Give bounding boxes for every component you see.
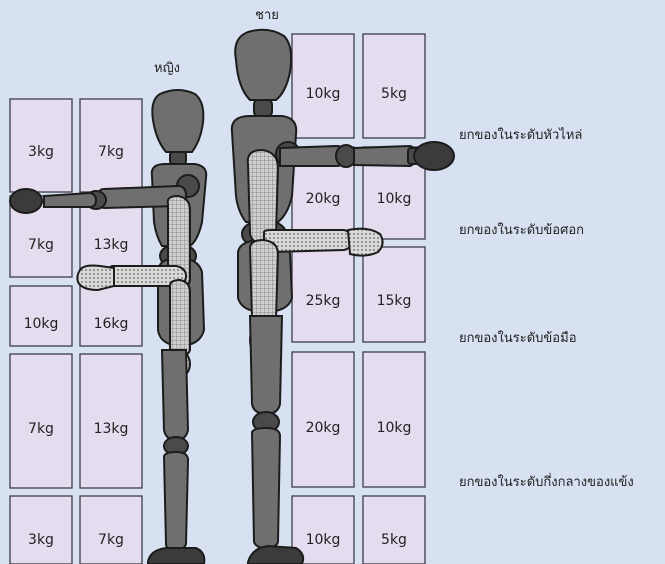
- male-row-floor: 10kg 5kg: [291, 495, 426, 564]
- dotted-hand: [76, 264, 115, 292]
- male-mannequin-figure: [230, 28, 455, 564]
- weight-label: 20kg: [306, 420, 341, 436]
- weight-label: 25kg: [306, 293, 341, 309]
- male-row-shoulder: 10kg 5kg: [291, 33, 426, 139]
- highlighted-lower-arm: [169, 278, 191, 358]
- weight-label: 15kg: [377, 293, 412, 309]
- weight-label: 5kg: [381, 532, 407, 548]
- female-mannequin-figure: [9, 89, 208, 564]
- neck-joint: [169, 151, 187, 165]
- level-label-shoulder: ยกของในระดับหัวไหล่: [459, 127, 582, 143]
- forearm-shape: [43, 191, 98, 208]
- neck-joint: [253, 99, 273, 117]
- weight-label: 10kg: [306, 532, 341, 548]
- head-shape: [234, 28, 293, 101]
- male-label: ชาย: [255, 8, 279, 23]
- dotted-hand: [346, 227, 384, 257]
- head-shape: [151, 89, 205, 153]
- weight-label: 10kg: [377, 191, 412, 207]
- weight-label: 13kg: [94, 237, 129, 253]
- weight-label: 7kg: [98, 532, 124, 548]
- hand-shape: [9, 188, 43, 214]
- level-label-wrist: ยกของในระดับข้อมือ: [459, 330, 577, 346]
- female-row-shoulder: 3kg 7kg: [9, 98, 143, 193]
- weight-label: 5kg: [381, 86, 407, 102]
- weight-label: 16kg: [94, 316, 129, 332]
- female-row-wrist: 10kg 16kg: [9, 285, 143, 347]
- weight-label: 10kg: [24, 316, 59, 332]
- weight-box: [9, 353, 73, 489]
- weight-box: [79, 495, 143, 564]
- shin-shape: [250, 426, 282, 550]
- level-label-shin: ยกของในระดับกึ่งกลางของแข้ง: [459, 473, 634, 490]
- weight-box: [79, 98, 143, 193]
- weight-box: [9, 495, 73, 564]
- weight-label: 10kg: [377, 420, 412, 436]
- weight-box: [79, 195, 143, 278]
- forearm-shape: [353, 144, 418, 168]
- male-row-shin: 20kg 10kg: [291, 351, 426, 488]
- weight-label: 7kg: [28, 421, 54, 437]
- level-label-elbow: ยกของในระดับข้อศอก: [459, 222, 584, 238]
- weight-label: 7kg: [28, 237, 54, 253]
- weight-label: 3kg: [28, 532, 54, 548]
- highlighted-lower-arm: [248, 238, 280, 328]
- thigh-shape: [248, 315, 284, 416]
- female-label: หญิง: [154, 61, 180, 76]
- weight-box: [362, 351, 426, 488]
- female-row-floor: 3kg 7kg: [9, 495, 143, 564]
- male-weight-grid: 10kg 5kg 20kg 10kg 25kg 15kg 20kg 10kg 1…: [291, 33, 426, 564]
- weight-box: [291, 33, 355, 139]
- female-row-shin: 7kg 13kg: [9, 353, 143, 489]
- weight-label: 13kg: [94, 421, 129, 437]
- weight-label: 3kg: [28, 144, 54, 160]
- weight-box: [9, 98, 73, 193]
- foot-shape: [147, 547, 206, 564]
- female-weight-grid: 3kg 7kg 7kg 13kg 10kg 16kg 7kg 13kg 3kg …: [9, 98, 143, 564]
- shin-shape: [162, 450, 190, 552]
- weight-box: [291, 351, 355, 488]
- weight-box: [362, 495, 426, 564]
- foot-shape: [247, 544, 305, 564]
- hand-shape: [413, 141, 455, 171]
- weight-box: [291, 246, 355, 343]
- weight-box: [362, 33, 426, 139]
- weight-box: [9, 285, 73, 347]
- weight-label: 7kg: [98, 144, 124, 160]
- weight-box: [79, 353, 143, 489]
- weight-box: [362, 246, 426, 343]
- male-row-wrist: 25kg 15kg: [291, 246, 426, 343]
- weight-label: 20kg: [306, 191, 341, 207]
- weight-label: 10kg: [306, 86, 341, 102]
- thigh-shape: [160, 349, 190, 442]
